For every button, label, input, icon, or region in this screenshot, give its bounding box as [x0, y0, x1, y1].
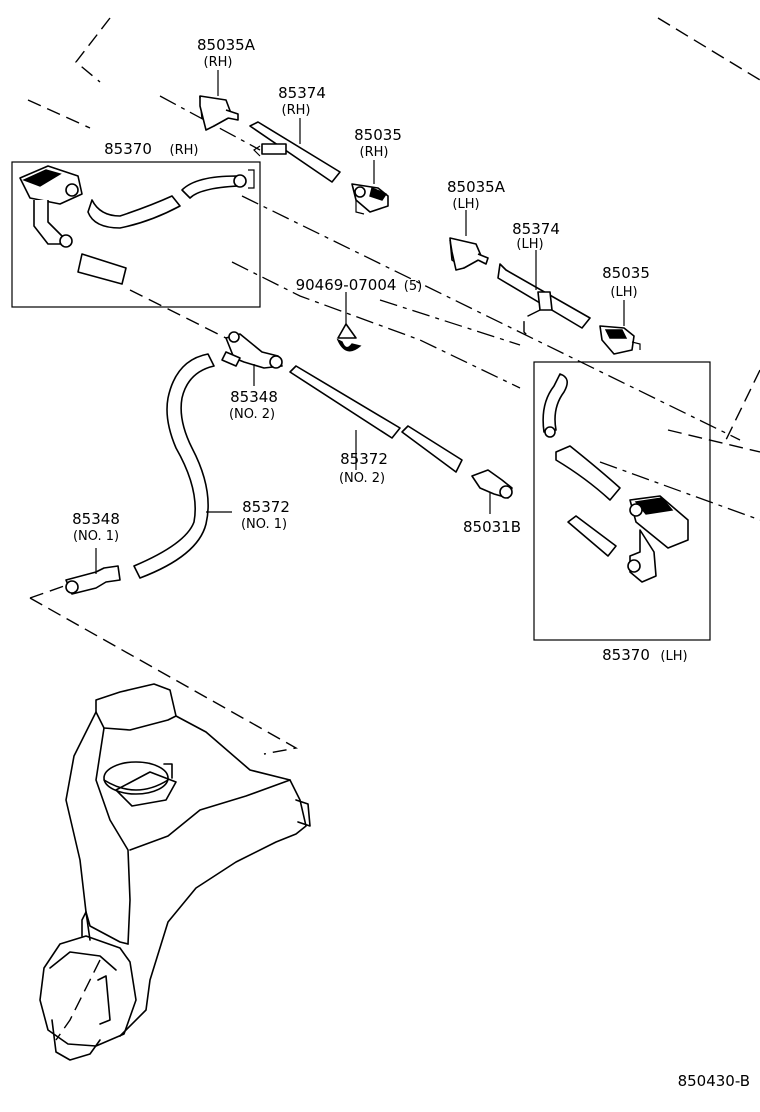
- label-part: 90469-07004: [296, 276, 397, 294]
- label-part: 85374: [512, 220, 560, 238]
- label-85348-no2: 85348 (NO. 2): [229, 388, 278, 422]
- label-spec: (NO. 2): [229, 407, 275, 422]
- nozzle-lh: [599, 325, 641, 355]
- hose-rh: [249, 121, 341, 183]
- label-part: 85372: [340, 450, 388, 468]
- diagram-code: 850430-B: [678, 1072, 750, 1090]
- label-side: (RH): [204, 55, 233, 70]
- label-90469-07004: 90469-07004 (5): [296, 276, 423, 294]
- check-valve-lh: [449, 237, 489, 271]
- hood-outline: [27, 17, 760, 755]
- label-part: 85372: [242, 498, 290, 516]
- label-85035A-rh: 85035A (RH): [197, 36, 256, 70]
- tee-joint-no1: [65, 548, 121, 595]
- nozzle-rh: [351, 183, 389, 215]
- label-spec: (NO. 2): [339, 471, 385, 486]
- label-side: (RH): [170, 143, 199, 158]
- clip-fastener: [336, 292, 362, 352]
- label-part: 85348: [72, 510, 120, 528]
- label-85372-no2: 85372 (NO. 2): [339, 450, 388, 486]
- label-85370-lh: 85370 (LH): [602, 646, 687, 664]
- label-85370-rh: 85370 (RH): [104, 140, 198, 158]
- hose-lh: [497, 263, 591, 339]
- label-85372-no1: 85372 (NO. 1): [241, 498, 290, 532]
- label-part: 85035A: [197, 36, 256, 54]
- label-spec: (NO. 1): [241, 517, 287, 532]
- tee-joint-no2: [221, 331, 283, 386]
- label-85031B: 85031B: [463, 518, 521, 536]
- label-qty: (5): [404, 279, 422, 294]
- nozzle-assembly-lh: [533, 361, 711, 641]
- label-part: 85035: [602, 264, 650, 282]
- label-part: 85374: [278, 84, 326, 102]
- hose-no1: [133, 353, 232, 579]
- label-part: 85370: [602, 646, 650, 664]
- washer-tank: [39, 683, 311, 1061]
- label-85035-lh: 85035 (LH): [602, 264, 650, 300]
- label-part: 85035: [354, 126, 402, 144]
- label-side: (LH): [610, 285, 637, 300]
- label-part: 85370: [104, 140, 152, 158]
- label-side: (LH): [660, 649, 687, 664]
- check-valve-rh: [199, 95, 239, 131]
- label-85035-rh: 85035 (RH): [354, 126, 402, 160]
- hose-no2: [289, 365, 463, 473]
- nozzle-assembly-rh: [11, 161, 261, 308]
- label-side: (LH): [452, 197, 479, 212]
- label-85374-lh: 85374 (LH): [512, 220, 560, 252]
- label-side: (RH): [360, 145, 389, 160]
- label-side: (LH): [516, 237, 543, 252]
- label-85374-rh: 85374 (RH): [278, 84, 326, 118]
- label-spec: (NO. 1): [73, 529, 119, 544]
- label-side: (RH): [282, 103, 311, 118]
- label-85348-no1: 85348 (NO. 1): [72, 510, 120, 544]
- label-part: 85348: [230, 388, 278, 406]
- label-part: 85031B: [463, 518, 521, 536]
- label-part: 85035A: [447, 178, 506, 196]
- connector: [471, 469, 513, 514]
- label-85035A-lh: 85035A (LH): [447, 178, 506, 212]
- leader-lines: [217, 70, 625, 470]
